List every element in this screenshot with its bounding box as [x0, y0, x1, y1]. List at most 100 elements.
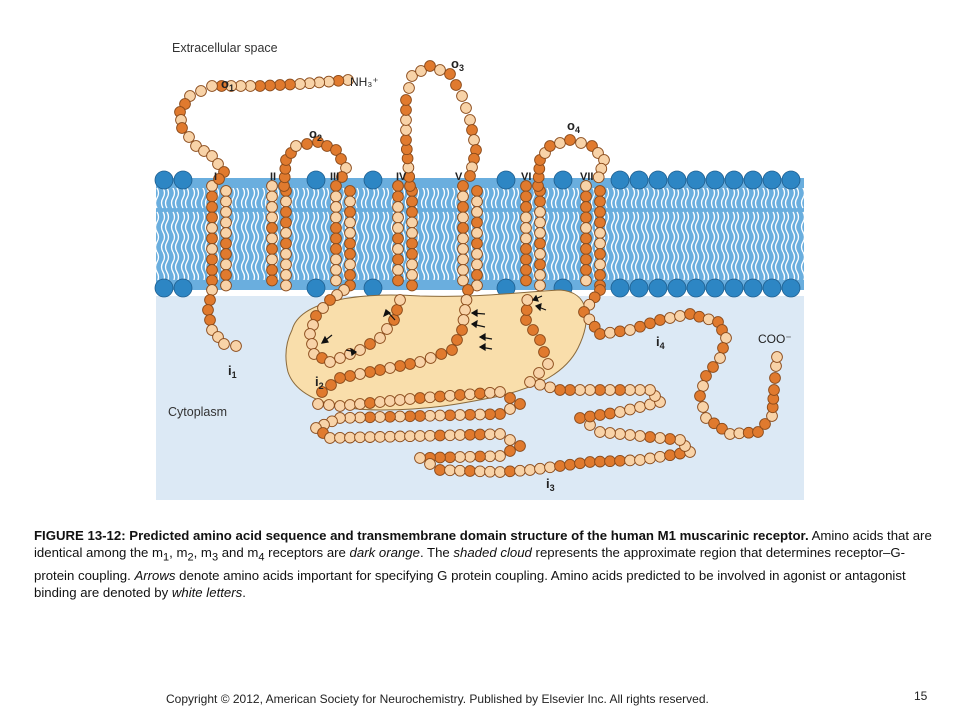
residue — [435, 452, 446, 463]
loop-label-o4: o4 — [567, 118, 580, 135]
residue — [545, 141, 556, 152]
residue — [455, 390, 466, 401]
head-group — [630, 171, 648, 189]
residue — [219, 339, 230, 350]
figure-caption: FIGURE 13-12: Predicted amino acid seque… — [34, 527, 934, 601]
residue — [535, 196, 546, 207]
residue — [221, 280, 232, 291]
residue — [535, 228, 546, 239]
head-group — [687, 279, 705, 297]
residue — [207, 244, 218, 255]
helix-label-1: I — [214, 171, 217, 183]
residue — [585, 385, 596, 396]
residue — [698, 381, 709, 392]
residue — [575, 458, 586, 469]
residue — [205, 295, 216, 306]
residue — [495, 451, 506, 462]
residue — [207, 223, 218, 234]
residue — [701, 371, 712, 382]
residue — [475, 466, 486, 477]
residue — [393, 212, 404, 223]
residue — [521, 202, 532, 213]
residue — [401, 95, 412, 106]
residue — [595, 249, 606, 260]
residue — [595, 259, 606, 270]
residue — [221, 238, 232, 249]
residue — [565, 459, 576, 470]
residue — [221, 270, 232, 281]
residue — [463, 285, 474, 296]
residue — [375, 432, 386, 443]
residue — [393, 223, 404, 234]
residue — [655, 433, 666, 444]
residue — [535, 259, 546, 270]
residue — [635, 385, 646, 396]
residue — [447, 345, 458, 356]
residue — [535, 217, 546, 228]
residue — [458, 265, 469, 276]
residue — [395, 295, 406, 306]
residue — [535, 207, 546, 218]
residue — [461, 103, 472, 114]
residue — [595, 238, 606, 249]
head-group — [782, 279, 800, 297]
residue — [458, 254, 469, 265]
residue — [445, 452, 456, 463]
head-group — [364, 171, 382, 189]
residue — [595, 410, 606, 421]
residue — [405, 394, 416, 405]
residue — [395, 411, 406, 422]
residue — [769, 385, 780, 396]
residue — [435, 430, 446, 441]
residue — [505, 404, 516, 415]
residue — [545, 382, 556, 393]
residue — [324, 400, 335, 411]
copyright-footer: Copyright © 2012, American Society for N… — [166, 692, 709, 706]
residue — [395, 361, 406, 372]
residue — [467, 125, 478, 136]
residue — [495, 409, 506, 420]
residue — [345, 371, 356, 382]
residue — [445, 410, 456, 421]
residue — [231, 341, 242, 352]
residue — [267, 233, 278, 244]
residue — [335, 353, 346, 364]
residue — [345, 400, 356, 411]
helix-label-2: II — [270, 171, 276, 183]
head-group — [668, 279, 686, 297]
residue — [665, 450, 676, 461]
residue — [355, 345, 366, 356]
residue — [472, 270, 483, 281]
residue — [314, 77, 325, 88]
residue — [595, 270, 606, 281]
residue — [305, 329, 316, 340]
residue — [355, 412, 366, 423]
residue — [295, 79, 306, 90]
head-group — [364, 279, 382, 297]
residue — [407, 249, 418, 260]
residue — [595, 456, 606, 467]
residue — [395, 431, 406, 442]
residue — [445, 465, 456, 476]
head-group — [725, 171, 743, 189]
residue — [404, 83, 415, 94]
residue — [485, 387, 496, 398]
residue — [715, 353, 726, 364]
residue — [458, 315, 469, 326]
head-group — [687, 171, 705, 189]
residue — [435, 65, 446, 76]
receptor-topology-diagram: Extracellular space Cytoplasm I II III I… — [0, 0, 960, 520]
residue — [593, 172, 604, 183]
residue — [313, 399, 324, 410]
residue — [465, 171, 476, 182]
residue — [385, 396, 396, 407]
residue — [335, 432, 346, 443]
residue — [365, 412, 376, 423]
residue — [645, 453, 656, 464]
residue — [472, 228, 483, 239]
residue — [445, 390, 456, 401]
residue — [539, 347, 550, 358]
residue — [331, 191, 342, 202]
residue — [345, 412, 356, 423]
residue — [665, 313, 676, 324]
